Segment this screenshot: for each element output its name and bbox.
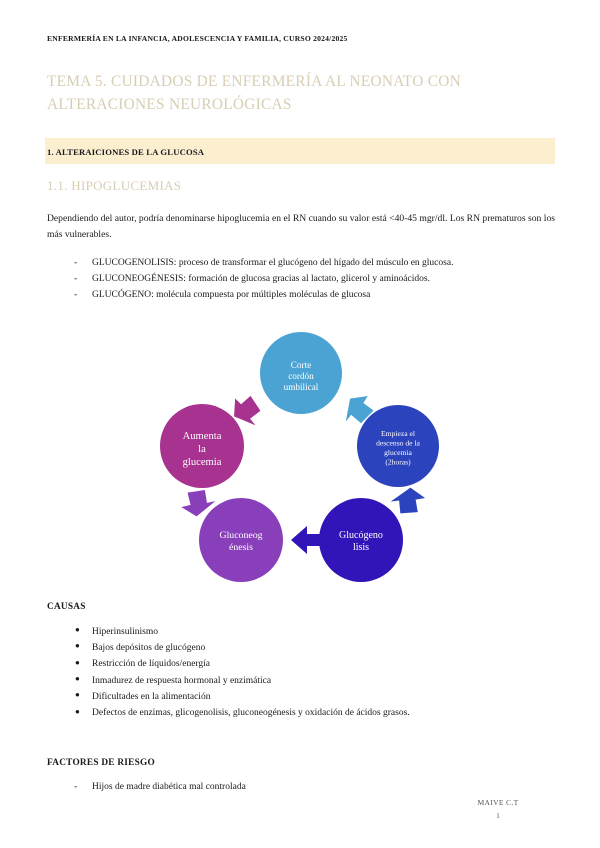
section-header-text: 1. ALTERAICIONES DE LA GLUCOSA bbox=[47, 147, 205, 158]
list-item: ● Dificultades en la alimentación bbox=[47, 689, 555, 705]
bullet-marker: ● bbox=[75, 657, 80, 667]
arrow-corte-to-descenso bbox=[345, 395, 374, 423]
arrow-glucogenolisis-to-gluconeogenesis bbox=[291, 525, 323, 554]
list-item-text: Bajos depósitos de glucógeno bbox=[92, 642, 206, 653]
node-label-line: Gluconeog bbox=[220, 530, 263, 541]
footer-page-number: 1 bbox=[496, 812, 500, 820]
page-content: ENFERMERÍA EN LA INFANCIA, ADOLESCENCIA … bbox=[45, 34, 555, 796]
causas-list: ● Hiperinsulinismo ● Bajos depósitos de … bbox=[47, 624, 555, 722]
list-item: ● Hiperinsulinismo bbox=[47, 624, 555, 640]
node-label-line: lisis bbox=[353, 542, 369, 553]
list-item-text: Inmadurez de respuesta hormonal y enzimá… bbox=[92, 675, 272, 686]
bullet-marker: ● bbox=[75, 625, 80, 635]
list-item: ● Inmadurez de respuesta hormonal y enzi… bbox=[47, 673, 555, 689]
node-label-line: cordón bbox=[288, 371, 314, 381]
definitions-list: - GLUCOGENOLISIS: proceso de transformar… bbox=[47, 256, 555, 303]
list-item-text: Hiperinsulinismo bbox=[92, 626, 158, 637]
list-item-text: Defectos de enzimas, glicogenolisis, glu… bbox=[92, 708, 410, 719]
footer-author: MAIVE C.T bbox=[477, 798, 519, 807]
node-label-line: Empieza el bbox=[381, 429, 415, 438]
subsection-header: 1.1. HIPOGLUCEMIAS bbox=[47, 178, 182, 194]
bullet-marker: ● bbox=[75, 641, 80, 651]
node-label-line: umbilical bbox=[284, 382, 319, 392]
list-item-text: GLUCÓGENO: molécula compuesta por múltip… bbox=[92, 289, 371, 300]
node-label-line: Aumenta bbox=[183, 431, 222, 442]
list-item: ● Bajos depósitos de glucógeno bbox=[47, 640, 555, 656]
arrow-gluconeogenesis-to-aumenta bbox=[181, 489, 216, 517]
page-footer: MAIVE C.T 1 bbox=[438, 798, 558, 820]
node-label-line: Glucógeno bbox=[339, 530, 383, 541]
diagram-node-corte-cordon-umbilical: Corte cordón umbilical bbox=[260, 331, 342, 414]
dash-marker: - bbox=[74, 258, 78, 269]
list-item-text: Dificultades en la alimentación bbox=[92, 691, 211, 702]
dash-marker: - bbox=[74, 289, 78, 300]
bullet-marker: ● bbox=[75, 674, 80, 684]
spacer bbox=[47, 722, 555, 758]
running-head: ENFERMERÍA EN LA INFANCIA, ADOLESCENCIA … bbox=[47, 34, 348, 43]
bullet-marker: ● bbox=[75, 690, 80, 700]
intro-paragraph: Dependiendo del autor, podría denominars… bbox=[47, 213, 555, 240]
bullet-marker: ● bbox=[75, 706, 80, 716]
node-label-line: descenso de la bbox=[376, 438, 420, 447]
list-item-text: GLUCOGENOLISIS: proceso de transformar e… bbox=[92, 258, 454, 269]
dash-marker: - bbox=[74, 274, 78, 285]
list-item: ● Restricción de líquidos/energía bbox=[47, 656, 555, 672]
glucemia-cycle-diagram: Corte cordón umbilical Empieza el descen… bbox=[151, 326, 451, 588]
causas-heading: CAUSAS bbox=[47, 601, 86, 612]
list-item: - GLUCOGENOLISIS: proceso de transformar… bbox=[47, 256, 555, 272]
node-label-line: glucemia bbox=[183, 457, 222, 468]
list-item: - GLUCÓGENO: molécula compuesta por múlt… bbox=[47, 288, 555, 304]
node-label-line: (2horas) bbox=[385, 457, 411, 466]
list-item: ● Defectos de enzimas, glicogenolisis, g… bbox=[47, 705, 555, 721]
node-label-line: Corte bbox=[291, 360, 311, 370]
arrow-aumenta-to-corte bbox=[234, 395, 261, 425]
list-item: - GLUCONEOGÉNESIS: formación de glucosa … bbox=[47, 272, 555, 288]
list-item: - Hijos de madre diabética mal controlad… bbox=[47, 780, 555, 796]
page-title: TEMA 5. CUIDADOS DE ENFERMERÍA AL NEONAT… bbox=[47, 73, 461, 113]
node-label-line: glucemia bbox=[384, 448, 412, 457]
factores-riesgo-list: - Hijos de madre diabética mal controlad… bbox=[47, 780, 555, 796]
dash-marker: - bbox=[74, 781, 78, 792]
list-item-text: GLUCONEOGÉNESIS: formación de glucosa gr… bbox=[92, 274, 430, 285]
list-item-text: Hijos de madre diabética mal controlada bbox=[92, 781, 246, 792]
list-item-text: Restricción de líquidos/energía bbox=[92, 659, 211, 670]
diagram-node-gluconeogenesis: Gluconeog énesis bbox=[199, 497, 283, 582]
node-label-line: énesis bbox=[229, 542, 253, 553]
node-label-line: la bbox=[198, 444, 206, 455]
factores-riesgo-heading: FACTORES DE RIESGO bbox=[47, 757, 155, 768]
arrow-descenso-to-glucogenolisis bbox=[390, 487, 426, 514]
diagram-node-descenso-glucemia: Empieza el descenso de la glucemia (2hor… bbox=[357, 404, 439, 487]
section-header-highlight: 1. ALTERAICIONES DE LA GLUCOSA bbox=[45, 138, 555, 165]
diagram-node-glucogenolisis: Glucógeno lisis bbox=[319, 497, 403, 582]
diagram-node-aumenta-la-glucemia: Aumenta la glucemia bbox=[160, 403, 244, 488]
